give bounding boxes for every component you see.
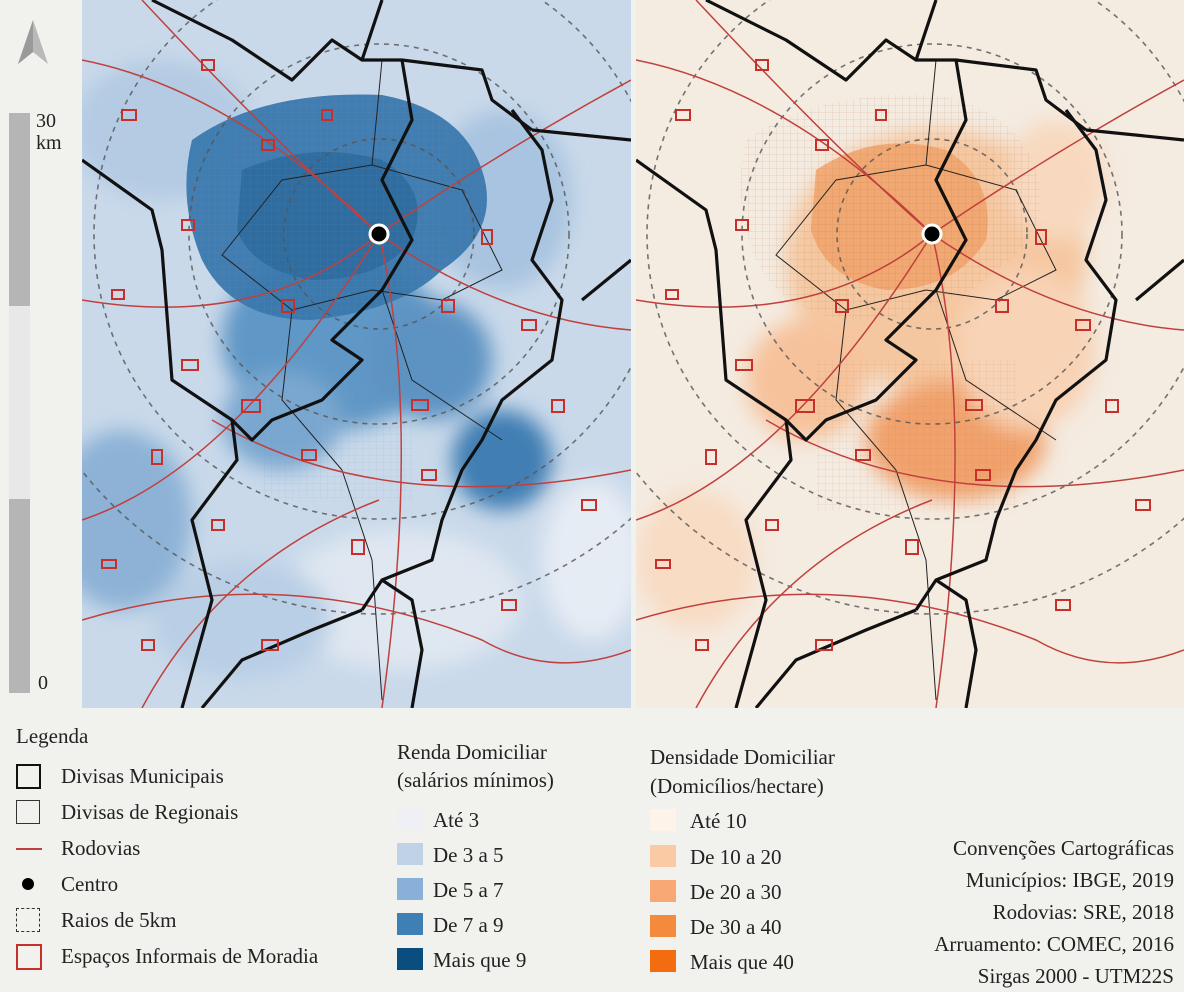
income-swatch xyxy=(397,913,423,935)
conventions-line: Rodovias: SRE, 2018 xyxy=(992,900,1174,924)
thick-square-icon xyxy=(16,764,41,789)
income-swatch xyxy=(397,843,423,865)
red-line-icon xyxy=(16,848,42,850)
density-legend-title: Densidade Domiciliar xyxy=(650,745,835,769)
conventions-line: Arruamento: COMEC, 2016 xyxy=(934,932,1174,956)
thin-square-icon xyxy=(16,800,40,824)
scale-segment xyxy=(9,113,30,306)
density-legend-subtitle: (Domicílios/hectare) xyxy=(650,774,824,798)
density-map[interactable] xyxy=(636,0,1184,708)
density-swatch xyxy=(650,950,676,972)
income-swatch xyxy=(397,808,423,830)
dashed-square-icon xyxy=(16,908,40,932)
conventions-line: Sirgas 2000 - UTM22S xyxy=(977,964,1174,988)
scale-top-label: 30 km xyxy=(36,110,62,154)
density-swatch xyxy=(650,880,676,902)
income-legend-subtitle: (salários mínimos) xyxy=(397,768,554,792)
income-swatch xyxy=(397,948,423,970)
income-swatch xyxy=(397,878,423,900)
scale-segment xyxy=(9,499,30,693)
scale-segment xyxy=(9,306,30,499)
conventions-line: Municípios: IBGE, 2019 xyxy=(965,868,1174,892)
income-map-canvas xyxy=(82,0,631,708)
north-arrow-icon xyxy=(18,20,48,64)
density-swatch xyxy=(650,809,676,831)
scale-bottom-label: 0 xyxy=(38,672,48,694)
cartographic-conventions: Convenções Cartográficas Municípios: IBG… xyxy=(934,832,1174,992)
density-swatch xyxy=(650,915,676,937)
map-legend: Legenda Divisas Municipais Divisas de Re… xyxy=(16,724,319,970)
map-sidebar: 30 km 0 xyxy=(0,0,82,708)
scale-unit: km xyxy=(36,132,62,154)
income-legend-title: Renda Domiciliar xyxy=(397,740,547,764)
income-map[interactable] xyxy=(82,0,631,708)
density-swatch xyxy=(650,845,676,867)
black-dot-icon xyxy=(22,878,34,890)
scale-top-value: 30 xyxy=(36,110,56,132)
conventions-title: Convenções Cartográficas xyxy=(952,836,1174,860)
density-map-canvas xyxy=(636,0,1184,708)
scale-bar xyxy=(9,113,30,693)
density-legend: Densidade Domiciliar (Domicílios/hectare… xyxy=(650,745,835,974)
legend-title: Legenda xyxy=(16,724,89,748)
income-legend: Renda Domiciliar (salários mínimos) Até … xyxy=(397,740,554,972)
red-square-icon xyxy=(16,944,42,970)
